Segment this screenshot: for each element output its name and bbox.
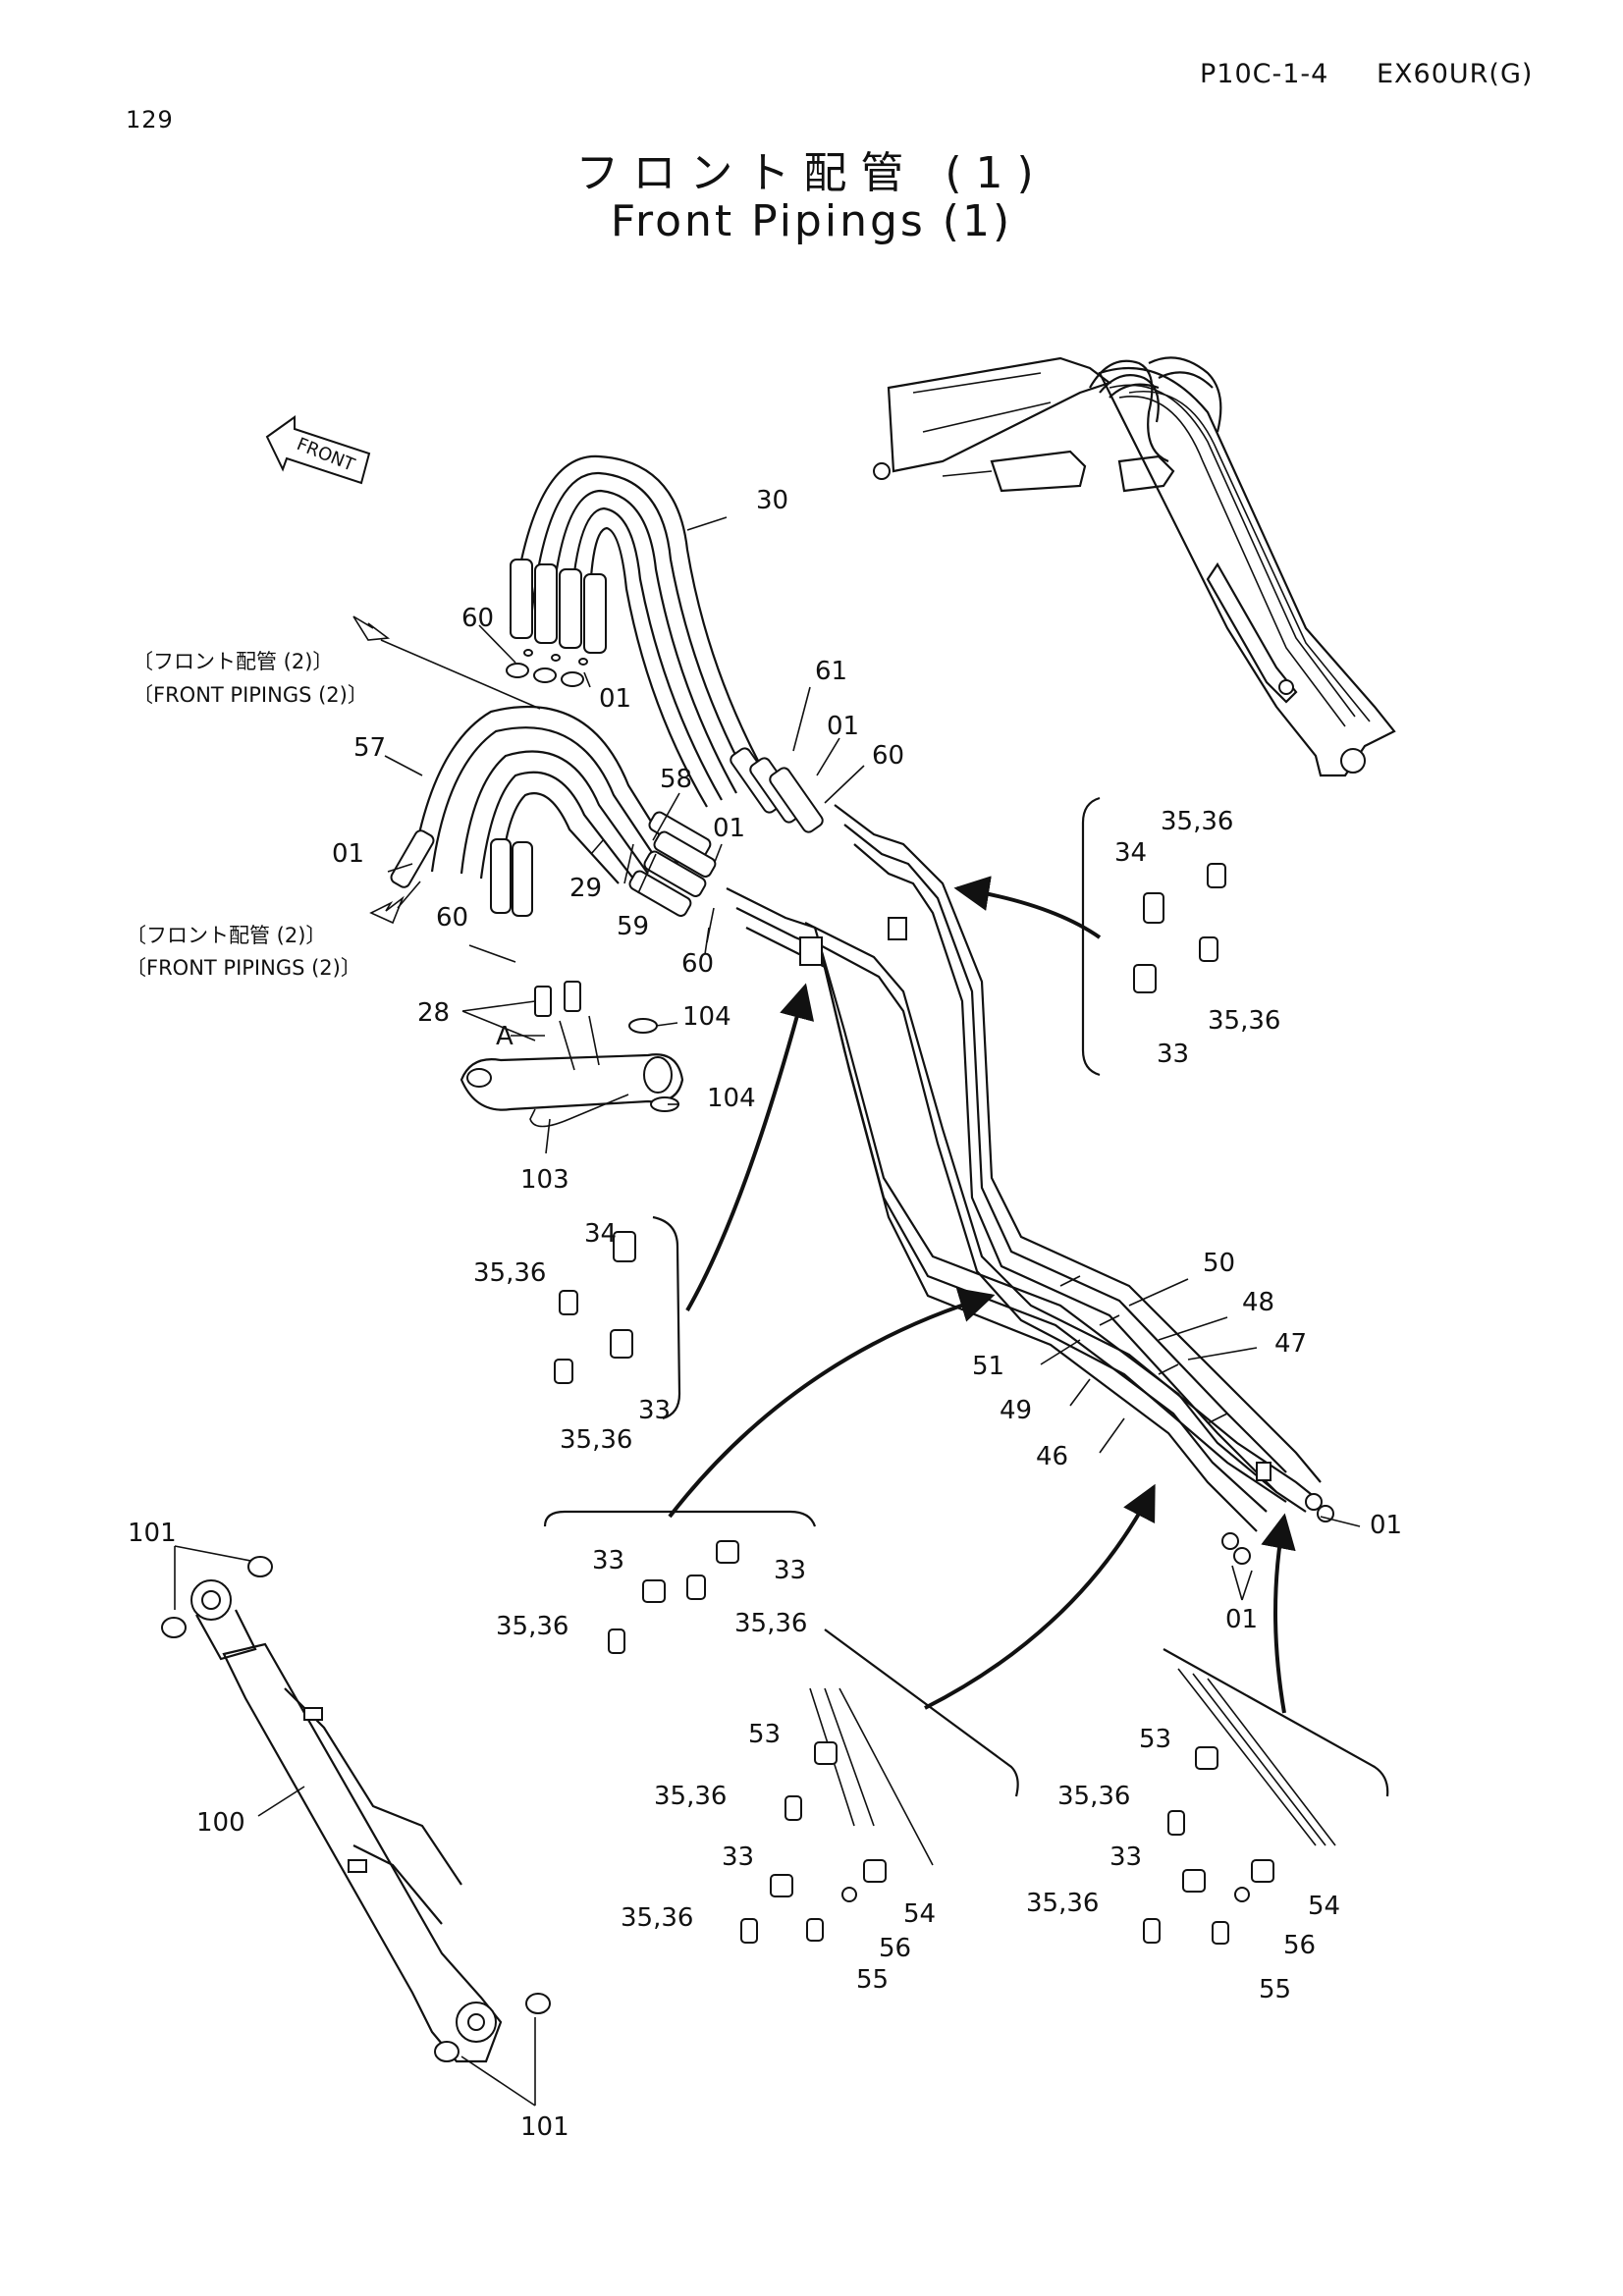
callout-33-right: 33 xyxy=(1157,1040,1189,1069)
callout-3536-bl-bottom: 35,36 xyxy=(621,1903,693,1933)
boom-cylinder-100 xyxy=(161,1556,551,2063)
callout-arrows xyxy=(668,876,1296,1714)
callout-3536-center-right: 35,36 xyxy=(734,1609,807,1638)
callout-50: 50 xyxy=(1203,1249,1235,1278)
callout-104-upper: 104 xyxy=(682,1002,731,1032)
callout-56-left: 56 xyxy=(879,1934,911,1963)
callout-29: 29 xyxy=(569,874,602,903)
page-number: 129 xyxy=(126,106,174,133)
callout-01-pipe-bottom: 01 xyxy=(1225,1605,1258,1634)
callout-01-left: 01 xyxy=(332,839,364,869)
callout-61: 61 xyxy=(815,657,847,686)
reference-label-en-lower: 〔FRONT PIPINGS (2)〕 xyxy=(126,956,361,980)
callout-a: A xyxy=(496,1022,514,1051)
callout-3536-br-bottom: 35,36 xyxy=(1026,1889,1099,1918)
callout-3536-left-bottom: 35,36 xyxy=(560,1425,632,1455)
callout-33-left: 33 xyxy=(638,1396,671,1425)
callout-01-upper: 01 xyxy=(599,684,631,714)
callout-01-pipe-end: 01 xyxy=(1370,1511,1402,1540)
callout-55-left: 55 xyxy=(856,1965,889,1995)
reference-label-ja-lower: 〔フロント配管 (2)〕 xyxy=(126,924,326,947)
front-direction-arrow: FRONT xyxy=(265,415,371,485)
callout-47: 47 xyxy=(1274,1329,1307,1359)
callout-54-right: 54 xyxy=(1308,1892,1340,1921)
seal-ring-group-upper xyxy=(506,649,588,687)
inset-bracket-right-clamps xyxy=(1081,796,1226,1077)
callout-53-right: 53 xyxy=(1139,1725,1171,1754)
callout-59: 59 xyxy=(617,912,649,941)
callout-58: 58 xyxy=(660,765,692,794)
callout-104-lower: 104 xyxy=(707,1084,756,1113)
callout-01-right: 01 xyxy=(713,814,745,843)
callout-101-lower: 101 xyxy=(520,2112,569,2142)
hose-assembly-57-29 xyxy=(390,705,717,917)
callout-57: 57 xyxy=(353,733,386,763)
reference-labels: 〔フロント配管 (2)〕 〔FRONT PIPINGS (2)〕 〔フロント配管… xyxy=(126,650,368,980)
inset-bracket-center-clamps xyxy=(543,1510,817,1654)
callout-28: 28 xyxy=(417,998,450,1028)
callout-34-left: 34 xyxy=(584,1219,617,1249)
callout-60-left: 60 xyxy=(436,903,468,933)
callout-103: 103 xyxy=(520,1165,569,1195)
inset-bracket-left-clamps xyxy=(554,1215,681,1420)
cylinder-103-with-fittings xyxy=(460,981,684,1154)
hose-assembly-30 xyxy=(509,454,824,833)
model-code: EX60UR(G) xyxy=(1377,59,1534,89)
callout-49: 49 xyxy=(1000,1396,1032,1425)
page-title-japanese: フロント配管 (1) xyxy=(575,148,1048,198)
callout-33-br: 33 xyxy=(1109,1842,1142,1872)
callout-3536-br-top: 35,36 xyxy=(1057,1782,1130,1811)
callout-3536-center-left: 35,36 xyxy=(496,1612,568,1641)
callout-101-upper: 101 xyxy=(128,1519,177,1548)
callout-55-right: 55 xyxy=(1259,1975,1291,2004)
callout-30: 30 xyxy=(756,486,788,515)
reference-label-ja-upper: 〔フロント配管 (2)〕 xyxy=(133,650,333,673)
callout-60-upper: 60 xyxy=(461,604,494,633)
callout-3536-bl-top: 35,36 xyxy=(654,1782,727,1811)
reference-pointer-arrows xyxy=(352,615,541,925)
document-code: P10C-1-4 xyxy=(1200,59,1329,89)
callout-100: 100 xyxy=(196,1808,245,1838)
reference-label-en-upper: 〔FRONT PIPINGS (2)〕 xyxy=(133,683,368,707)
callout-34-right: 34 xyxy=(1114,838,1147,868)
steel-pipe-bundle xyxy=(726,804,1334,1565)
callout-3536-left-top: 35,36 xyxy=(473,1258,546,1288)
leader-lines xyxy=(174,516,1361,2107)
inset-bracket-bottom-left-clamps xyxy=(740,1629,1019,1944)
callout-53-left: 53 xyxy=(748,1720,781,1749)
callout-51: 51 xyxy=(972,1352,1004,1381)
callout-60-mid: 60 xyxy=(872,741,904,771)
callout-54-left: 54 xyxy=(903,1899,936,1929)
callout-3536-right-bottom: 35,36 xyxy=(1208,1006,1280,1036)
callout-56-right: 56 xyxy=(1283,1931,1316,1960)
callout-33-center-b: 33 xyxy=(774,1556,806,1585)
callout-3536-right-top: 35,36 xyxy=(1161,807,1233,836)
part-callouts: 30 60 01 61 01 60 57 58 01 01 29 59 60 6… xyxy=(128,486,1402,2142)
callout-60-right: 60 xyxy=(681,949,714,979)
boom-overview-illustration xyxy=(873,356,1396,777)
callout-33-bl: 33 xyxy=(722,1842,754,1872)
page-title-english: Front Pipings (1) xyxy=(610,196,1013,246)
callout-46: 46 xyxy=(1036,1442,1068,1471)
inset-bracket-bottom-right-clamps xyxy=(1143,1648,1389,1945)
callout-48: 48 xyxy=(1242,1288,1274,1317)
callout-01-mid: 01 xyxy=(827,712,859,741)
callout-33-center-a: 33 xyxy=(592,1546,624,1575)
